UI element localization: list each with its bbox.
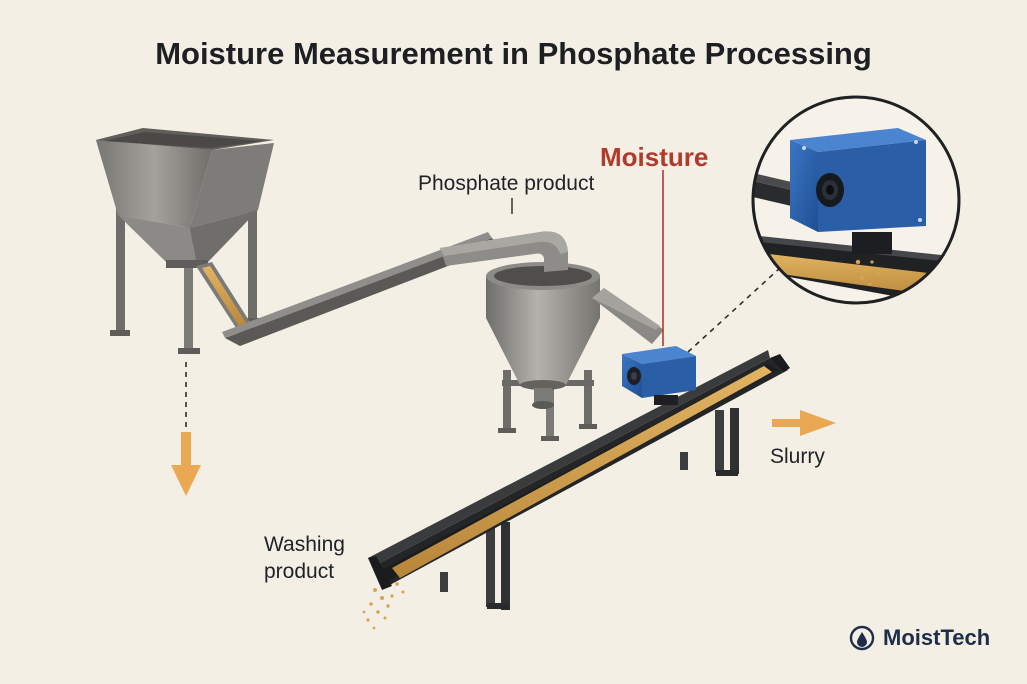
phosphate-product-label: Phosphate product bbox=[418, 172, 594, 196]
brand: MoistTech bbox=[850, 625, 990, 651]
diagram-title: Moisture Measurement in Phosphate Proces… bbox=[0, 36, 1027, 72]
cyclone-separator bbox=[440, 231, 664, 441]
zoom-leader-line bbox=[688, 268, 780, 352]
feed-hopper bbox=[96, 128, 274, 354]
moisture-label: Moisture bbox=[600, 142, 708, 173]
washing-product-line2: product bbox=[264, 558, 345, 585]
brand-icon-spacer bbox=[850, 625, 876, 651]
brand-name: MoistTech bbox=[883, 625, 990, 651]
slurry-label: Slurry bbox=[770, 445, 825, 469]
slurry-arrow bbox=[772, 410, 836, 436]
sensor-zoom-inset bbox=[740, 97, 970, 310]
down-arrow bbox=[171, 432, 201, 496]
washing-product-line1: Washing bbox=[264, 531, 345, 558]
washing-product-label: Washing product bbox=[264, 531, 345, 585]
conveyor-belt bbox=[368, 350, 790, 610]
